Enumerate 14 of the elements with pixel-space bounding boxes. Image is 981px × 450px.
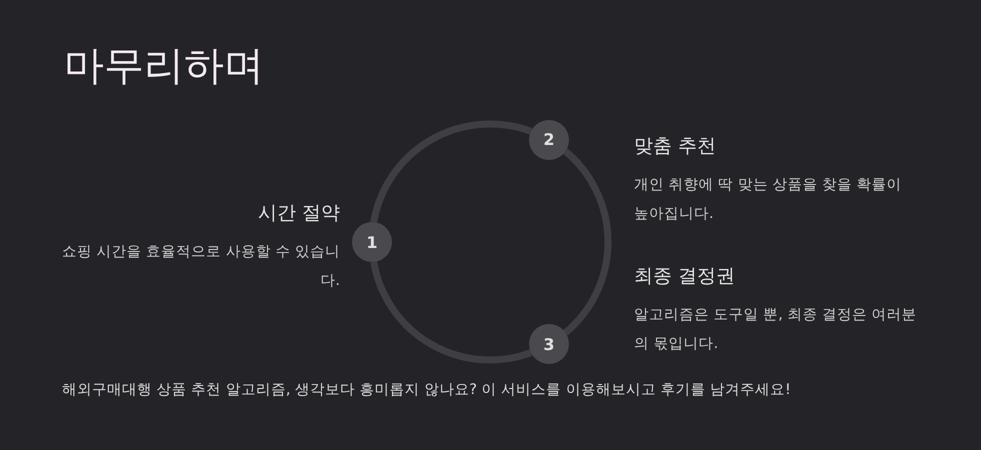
ring-arc: [370, 120, 532, 223]
point-description: 개인 취향에 딱 맞는 상품을 찾을 확률이 높아집니다.: [634, 176, 903, 224]
point-heading: 시간 절약: [256, 201, 340, 226]
point-description: 쇼핑 시간을 효율적으로 사용할 수 있습니다.: [60, 243, 340, 291]
step-number-circle: 2: [529, 120, 569, 160]
point-heading: 최종 결정권: [634, 264, 736, 289]
slide-title: 마무리하며: [64, 42, 264, 91]
step-number-circle: 1: [352, 222, 392, 262]
closing-note: 해외구매대행 상품 추천 알고리즘, 생각보다 흥미롭지 않나요? 이 서비스를 이용해보시고 후기를 남겨주세요!: [62, 381, 791, 399]
ring-arc: [370, 261, 532, 364]
ring-arc: [563, 148, 612, 336]
point-description: 알고리즘은 도구일 뿐, 최종 결정은 여러분의 몫입니다.: [634, 306, 918, 354]
point-heading: 맞춤 추천: [634, 134, 718, 159]
step-number-circle: 3: [529, 324, 569, 364]
